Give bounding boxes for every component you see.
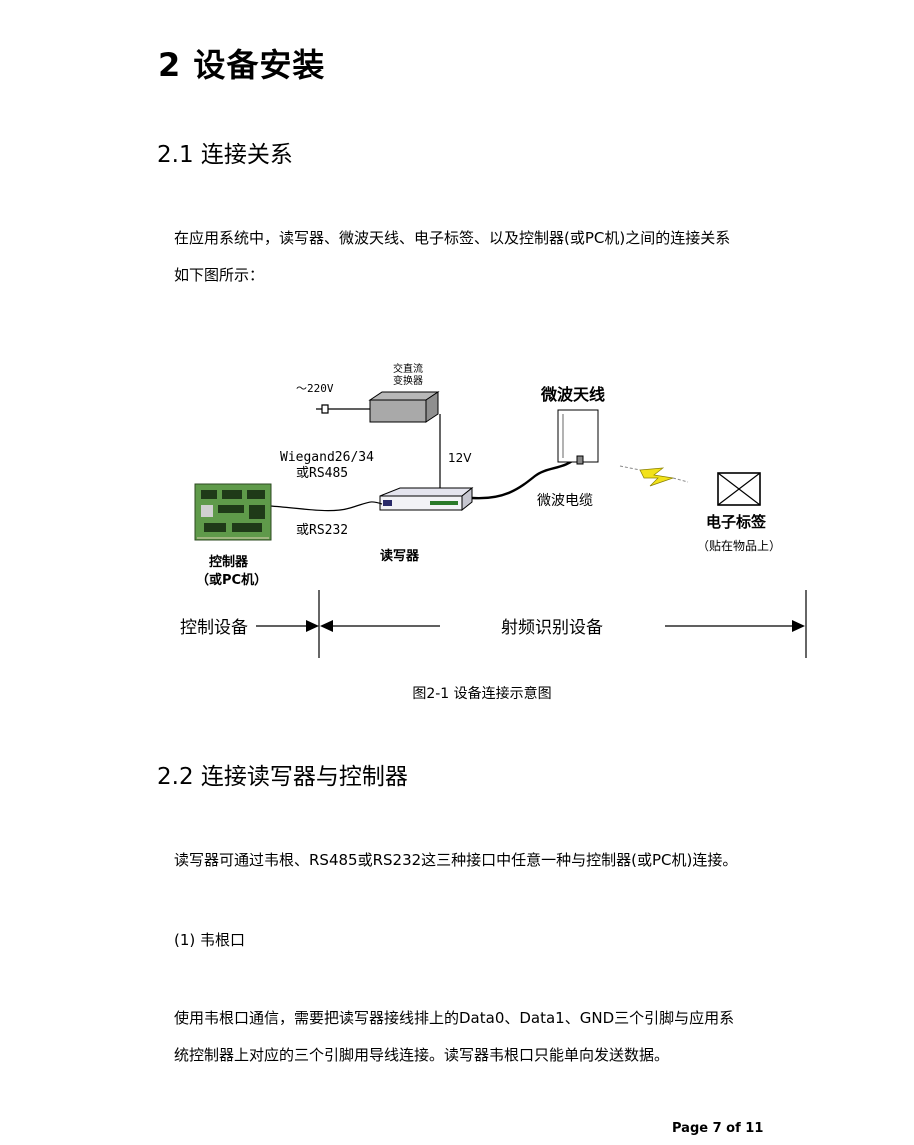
paragraph-interfaces: 读写器可通过韦根、RS485或RS232这三种接口中任意一种与控制器(或PC机)… (174, 851, 738, 869)
range-indicator (256, 590, 807, 658)
power-converter-label-line2: 变换器 (393, 374, 423, 387)
sub-heading-wiegand: (1) 韦根口 (174, 931, 246, 949)
range-control-label: 控制设备 (180, 618, 248, 638)
paragraph-connection-line2: 如下图所示： (174, 266, 265, 284)
interface-label-rs485: 或RS485 (296, 466, 348, 481)
paragraph-connection-line1: 在应用系统中，读写器、微波天线、电子标签、以及控制器(或PC机)之间的连接关系 (174, 229, 731, 247)
connection-diagram: ～220V 交直流 变换器 12V 读写器 微波电缆 微波天线 电子标签 (180, 362, 807, 658)
antenna-icon (557, 409, 599, 465)
power-converter-icon (368, 391, 440, 423)
controller-board-icon (194, 483, 272, 541)
section-heading-2-1: 2.1 连接关系 (157, 142, 293, 168)
wireless-signal-icon (619, 465, 689, 487)
figure-caption: 图2-1 设备连接示意图 (412, 686, 552, 702)
paragraph-wiegand-line1: 使用韦根口通信，需要把读写器接线排上的Data0、Data1、GND三个引脚与应… (174, 1009, 735, 1027)
voltage-12v-label: 12V (448, 451, 472, 465)
range-rfid-label: 射频识别设备 (501, 618, 603, 638)
controller-label: 控制器 (209, 554, 249, 570)
tag-sublabel: （贴在物品上） (697, 539, 781, 553)
interface-label-wiegand: Wiegand26/34 (280, 450, 374, 465)
tag-icon (717, 472, 761, 506)
interface-label-rs232: 或RS232 (296, 523, 348, 538)
antenna-label: 微波天线 (540, 385, 605, 404)
chapter-heading: 2 设备安装 (158, 46, 326, 84)
power-plug-icon (316, 404, 370, 414)
reader-label: 读写器 (380, 548, 420, 564)
cable-label: 微波电缆 (537, 493, 593, 509)
page-number: Page 7 of 11 (672, 1121, 764, 1136)
tag-label: 电子标签 (706, 513, 767, 531)
section-heading-2-2: 2.2 连接读写器与控制器 (157, 764, 408, 790)
reader-device-icon (379, 486, 474, 512)
controller-sublabel: （或PC机） (196, 572, 267, 588)
ac-voltage-label: ～220V (296, 382, 334, 395)
paragraph-wiegand-line2: 统控制器上对应的三个引脚用导线连接。读写器韦根口只能单向发送数据。 (174, 1046, 670, 1064)
power-converter-label-line1: 交直流 (393, 362, 423, 375)
